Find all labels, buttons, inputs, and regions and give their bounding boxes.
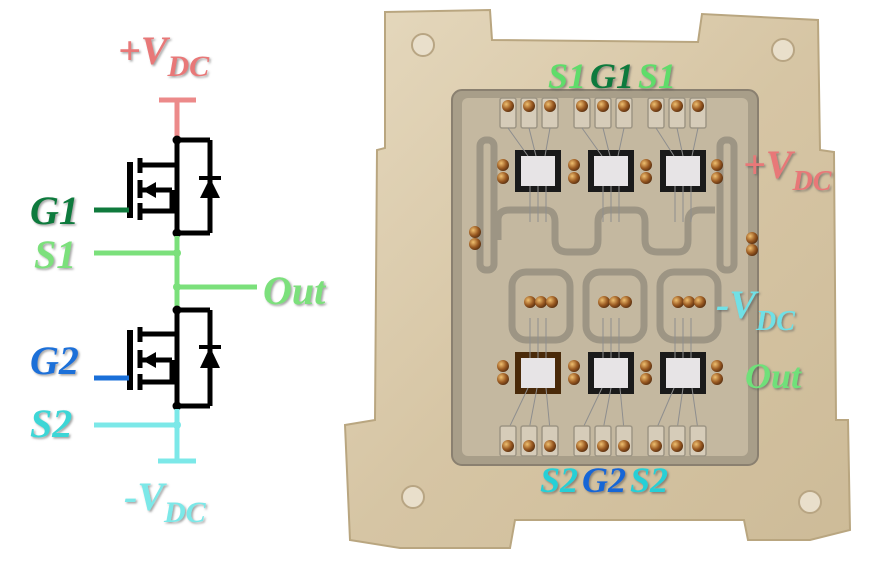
bottom-pin-row	[499, 425, 707, 457]
photo-s2-right-label: S2	[630, 460, 668, 500]
mosfet-q2	[127, 307, 213, 409]
s2-node	[173, 421, 181, 429]
mid-pin-clusters	[524, 296, 706, 308]
mosfet-q1	[127, 137, 213, 236]
lower-power-pins	[497, 360, 723, 385]
q1-body-arrow	[142, 182, 156, 198]
q1-body-diode	[199, 176, 221, 198]
g2-label: G2	[30, 338, 79, 383]
screw-holes	[401, 33, 822, 514]
photo-vdc-neg-label: -VDC	[716, 282, 795, 337]
lower-dies	[515, 352, 706, 394]
half-bridge-schematic: +VDC G1 S1 Out	[30, 28, 327, 529]
q2-drain-node	[172, 305, 182, 315]
vdc-neg-label: -VDC	[124, 474, 207, 529]
upper-dies	[515, 150, 706, 192]
out-node	[173, 283, 181, 291]
upper-power-pins	[469, 159, 758, 256]
photo-g2-label: G2	[582, 460, 626, 500]
g1-label: G1	[30, 188, 79, 233]
s2-label: S2	[30, 401, 72, 446]
photo-s2-left-label: S2	[540, 460, 578, 500]
photo-s1-left-label: S1	[548, 56, 586, 96]
s1-node	[173, 249, 181, 257]
vdc-neg-terminal	[94, 409, 196, 464]
q2-source-node	[172, 401, 182, 411]
q2-body-arrow	[142, 352, 156, 368]
photo-out-label: Out	[745, 356, 802, 396]
q1-source-node	[172, 228, 182, 238]
vdc-pos-terminal	[159, 97, 196, 138]
vdc-pos-label: +VDC	[118, 28, 210, 83]
q1-drain-node	[172, 135, 182, 145]
lower-bond-wires	[507, 318, 699, 431]
out-label: Out	[263, 268, 327, 313]
top-pin-row	[499, 97, 707, 129]
q2-body-diode	[199, 345, 221, 368]
midpoint-wires	[94, 236, 257, 308]
upper-bond-wires	[507, 127, 699, 222]
photo-s1-right-label: S1	[638, 56, 676, 96]
s1-label: S1	[34, 232, 76, 277]
photo-g1-label: G1	[590, 56, 634, 96]
trace-gaps	[476, 136, 738, 344]
photo-vdc-pos-label: +VDC	[743, 142, 832, 197]
